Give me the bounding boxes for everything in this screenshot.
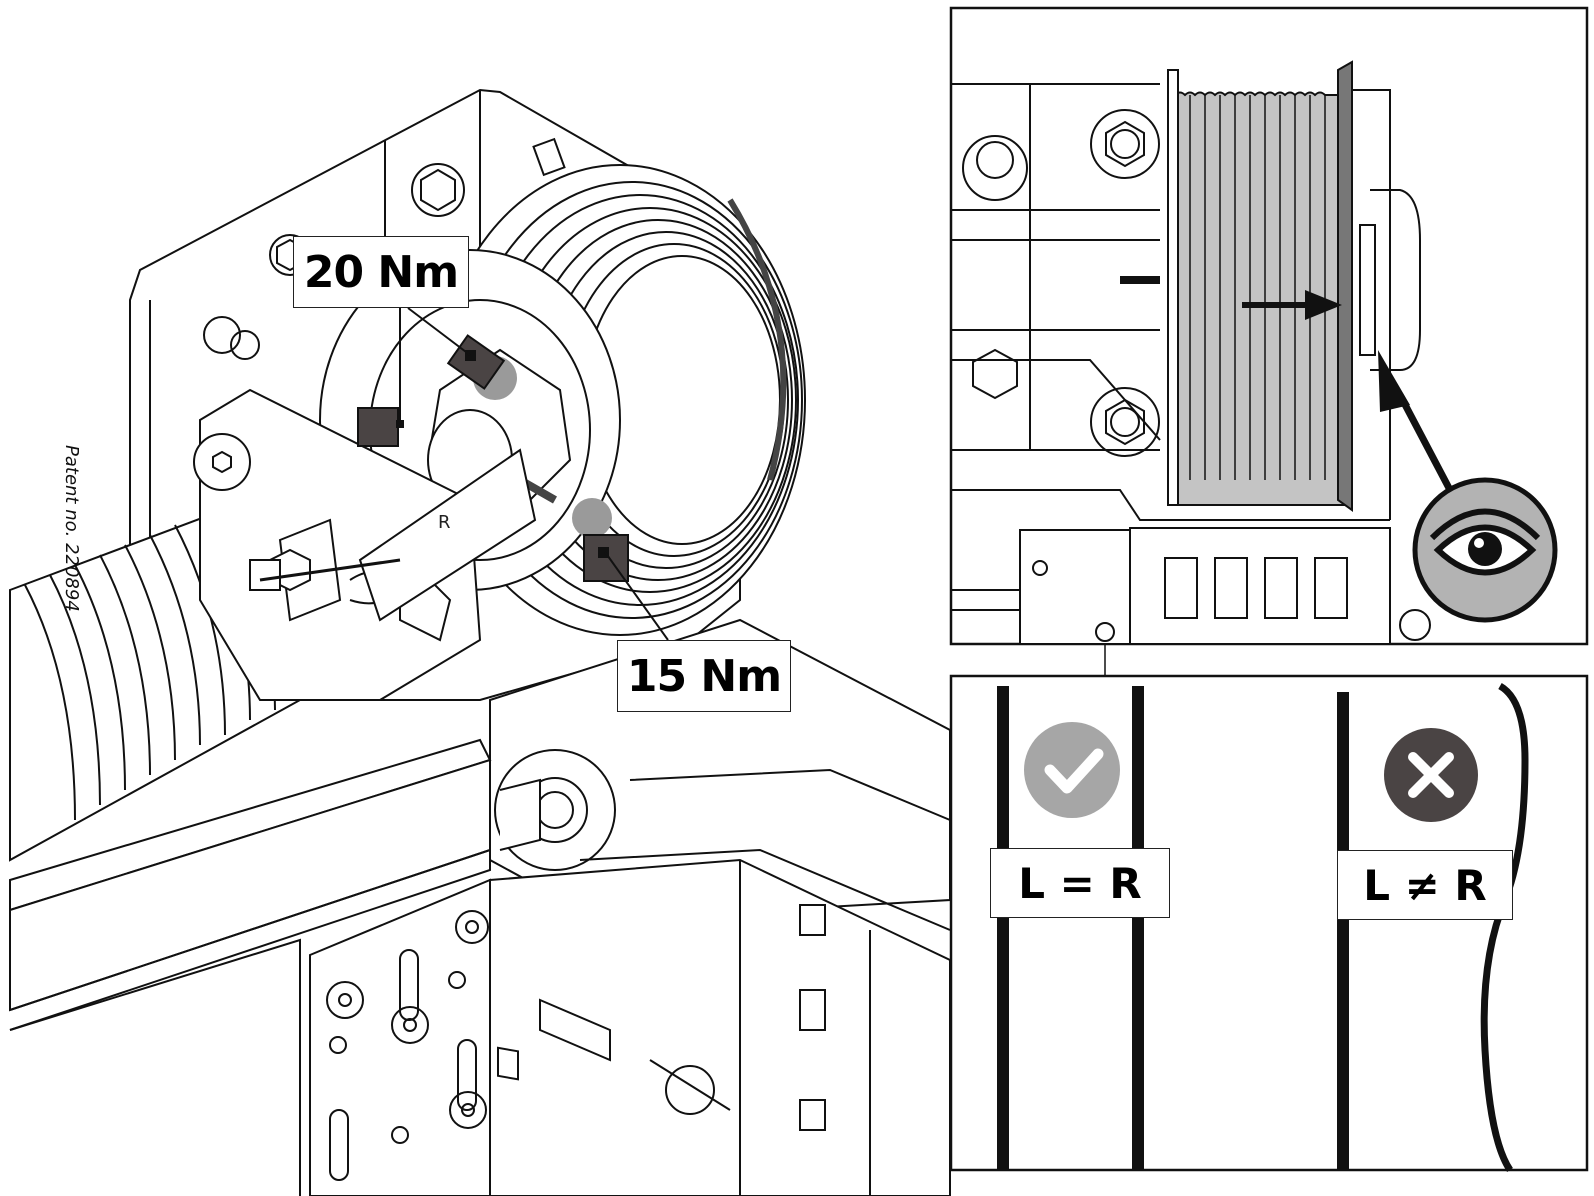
torque-label-15nm: 15 Nm	[617, 640, 791, 712]
arrow-diagonal	[1378, 350, 1454, 492]
check-icon	[1024, 722, 1120, 818]
side-mark-label: R	[438, 512, 451, 533]
torque-point-bottom	[572, 498, 629, 582]
bolt	[203, 316, 260, 360]
torque-point-mid	[357, 407, 404, 447]
eye-icon	[1412, 477, 1558, 623]
arrow-right	[1242, 290, 1342, 320]
patent-engraving: Patent no. 220894	[61, 445, 82, 612]
equal-tension-label: L = R	[990, 848, 1170, 918]
main-illustration	[9, 88, 951, 1196]
unequal-tension-label: L ≠ R	[1337, 850, 1513, 920]
lower-bracket	[489, 618, 951, 931]
drum-side-view	[1167, 60, 1376, 512]
side-plate	[489, 858, 951, 1196]
track-rail	[9, 738, 492, 1196]
mounting-plate	[309, 878, 491, 1196]
detail-panel-top	[949, 6, 1589, 646]
detail-panel-bottom	[949, 674, 1589, 1172]
cross-icon	[1384, 728, 1478, 822]
torque-label-20nm: 20 Nm	[293, 236, 469, 308]
hex-bolt	[411, 163, 465, 217]
leader-lines	[399, 307, 669, 641]
